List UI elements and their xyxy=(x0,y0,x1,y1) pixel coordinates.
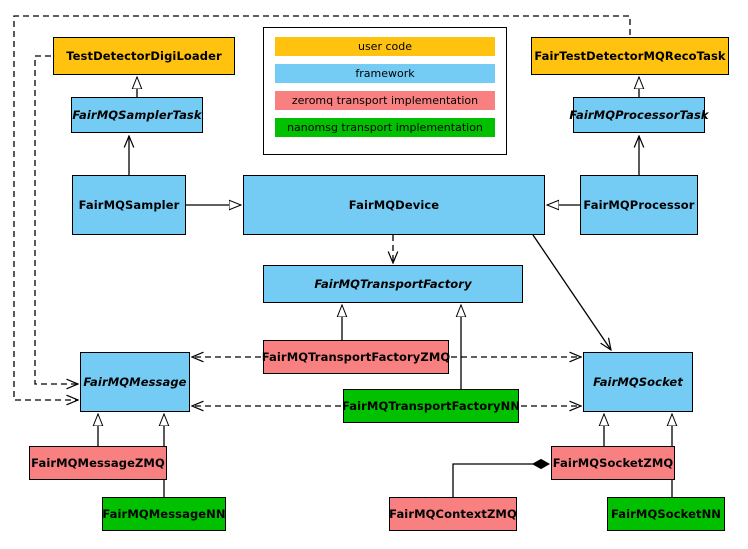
class-node-FairMQSocketNN[interactable]: FairMQSocketNN xyxy=(607,497,725,531)
class-node-FairMQTransportFactoryNN[interactable]: FairMQTransportFactoryNN xyxy=(342,389,520,423)
class-node-TestDetectorDigiLoader[interactable]: TestDetectorDigiLoader xyxy=(53,37,235,75)
class-node-FairTestDetectorMQRecoTask[interactable]: FairTestDetectorMQRecoTask xyxy=(531,37,729,75)
class-node-FairMQMessage[interactable]: FairMQMessage xyxy=(80,352,190,412)
legend-item-framework: framework xyxy=(275,64,495,83)
class-node-FairMQTransportFactoryZMQ[interactable]: FairMQTransportFactoryZMQ xyxy=(262,340,450,374)
class-node-FairMQProcessor[interactable]: FairMQProcessor xyxy=(580,175,698,235)
edge-socketzmq-contextzmq xyxy=(452,464,549,497)
legend-item-zeromq: zeromq transport implementation xyxy=(275,91,495,110)
edge-device-socket xyxy=(532,234,611,350)
class-node-FairMQSocket[interactable]: FairMQSocket xyxy=(583,352,693,412)
legend: user code framework zeromq transport imp… xyxy=(263,27,507,155)
class-node-FairMQSampler[interactable]: FairMQSampler xyxy=(72,175,186,235)
legend-item-nanomsg: nanomsg transport implementation xyxy=(275,118,495,137)
class-node-FairMQTransportFactory[interactable]: FairMQTransportFactory xyxy=(263,265,523,303)
class-node-FairMQContextZMQ[interactable]: FairMQContextZMQ xyxy=(389,497,517,531)
class-node-FairMQMessageZMQ[interactable]: FairMQMessageZMQ xyxy=(29,446,167,480)
class-node-FairMQMessageNN[interactable]: FairMQMessageNN xyxy=(102,497,226,531)
class-node-FairMQSamplerTask[interactable]: FairMQSamplerTask xyxy=(71,97,203,133)
legend-item-user-code: user code xyxy=(275,37,495,56)
class-node-FairMQDevice[interactable]: FairMQDevice xyxy=(243,175,545,235)
class-node-FairMQProcessorTask[interactable]: FairMQProcessorTask xyxy=(569,97,709,133)
class-node-FairMQSocketZMQ[interactable]: FairMQSocketZMQ xyxy=(551,446,675,480)
